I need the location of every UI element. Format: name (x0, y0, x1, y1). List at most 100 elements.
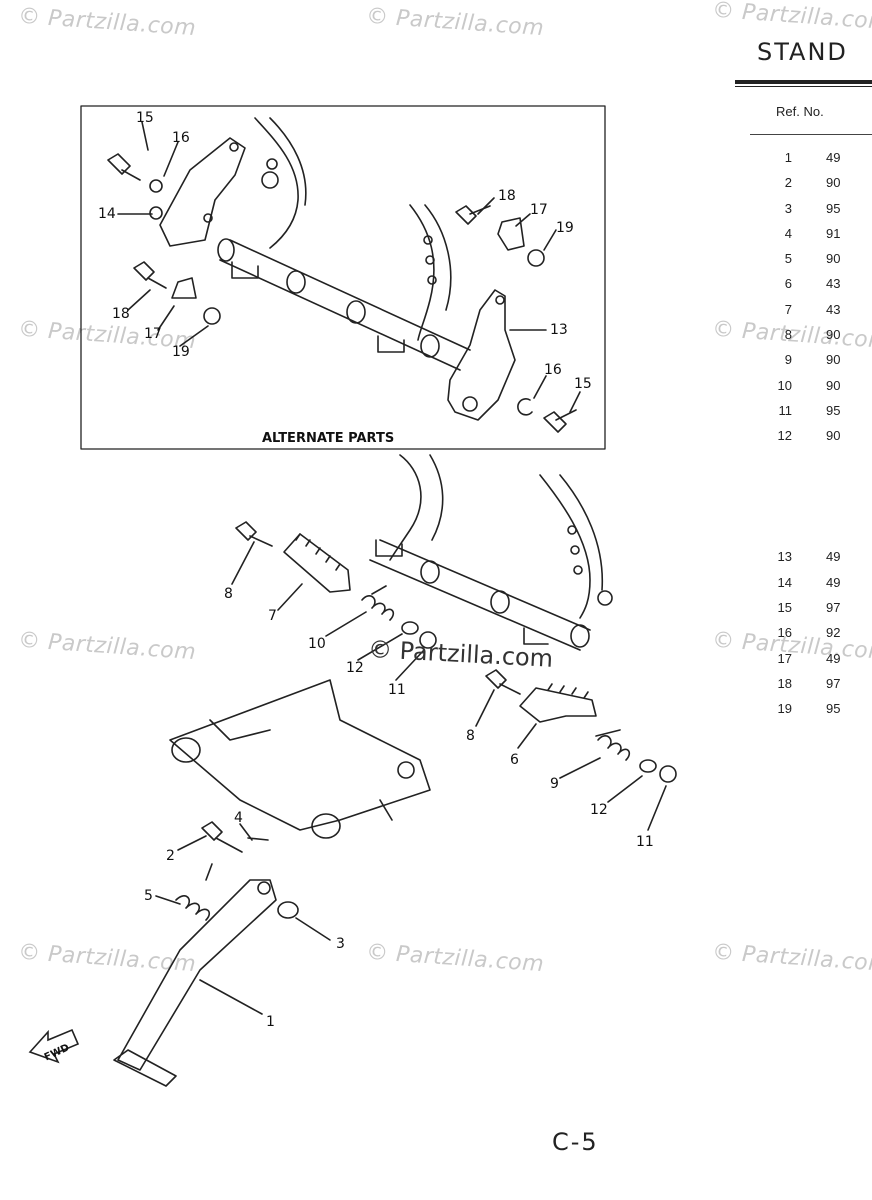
nut (203, 307, 221, 325)
leader-line (179, 325, 209, 347)
leader-line (163, 141, 179, 177)
spring (595, 729, 621, 737)
side-stand (117, 879, 277, 1071)
side-stand-foot (113, 1049, 177, 1087)
pivot (597, 590, 613, 606)
tube-end (490, 590, 510, 614)
leader-line (475, 689, 495, 727)
mount-hole (573, 565, 583, 575)
spring (597, 735, 631, 761)
clip (497, 217, 525, 251)
callout-13: 13 (550, 322, 568, 338)
bracket-left (159, 137, 246, 247)
leader-line (533, 375, 547, 399)
callout-5: 5 (144, 888, 153, 904)
frame-rail (389, 454, 422, 561)
bracket-right (447, 289, 516, 421)
leader-line (517, 723, 537, 749)
leader-line (141, 121, 149, 151)
callout-12: 12 (590, 802, 608, 818)
leader-line (231, 541, 255, 585)
callout-18: 18 (498, 188, 516, 204)
bolt (107, 153, 131, 175)
bolt (121, 169, 141, 181)
leader-line (395, 649, 425, 681)
bracket-hole (229, 142, 239, 152)
bracket-hole (203, 213, 213, 223)
bolt (485, 669, 507, 689)
swing-arm (169, 679, 431, 831)
callout-3: 3 (336, 936, 345, 952)
spring (205, 863, 213, 881)
tube-end (217, 238, 235, 262)
callout-15: 15 (574, 376, 592, 392)
footrest-teeth (547, 683, 589, 699)
washer (401, 621, 419, 635)
callout-8: 8 (224, 586, 233, 602)
bolt (201, 821, 223, 841)
bracket-hole (149, 206, 163, 220)
callout-7: 7 (268, 608, 277, 624)
callout-15: 15 (136, 110, 154, 126)
cross-tube (379, 539, 591, 631)
bolt (133, 261, 155, 281)
swing-arm (379, 799, 393, 821)
cross-tube (219, 259, 461, 371)
mount-hole (567, 525, 577, 535)
leader-line (277, 583, 303, 611)
leader-line (325, 611, 367, 637)
leader-line (239, 823, 253, 841)
bolt (215, 837, 243, 853)
page-number: C-5 (552, 1128, 599, 1156)
callout-10: 10 (308, 636, 326, 652)
leader-line (295, 917, 331, 941)
swing-arm (209, 719, 271, 741)
leader-line (155, 895, 181, 905)
title-rule (735, 80, 872, 84)
cross-tube (369, 559, 581, 651)
ref-no-header: Ref. No. (776, 104, 824, 119)
callout-11: 11 (636, 834, 654, 850)
bolt (469, 205, 491, 215)
callout-19: 19 (172, 344, 190, 360)
frame-rail (409, 204, 435, 341)
frame-rail (424, 204, 452, 311)
callout-1: 1 (266, 1014, 275, 1030)
footrest-left (283, 533, 351, 593)
swing-arm-pivot (171, 737, 201, 763)
callout-9: 9 (550, 776, 559, 792)
tube-end (420, 560, 440, 584)
bracket-hole (462, 396, 478, 412)
bolt (455, 205, 477, 225)
swing-arm-pivot (397, 761, 415, 779)
footrest-mount (231, 261, 259, 279)
callout-11: 11 (388, 682, 406, 698)
callout-17: 17 (144, 326, 162, 342)
frame-rail (559, 474, 604, 591)
bolt (499, 683, 521, 695)
bracket-hole (495, 295, 505, 305)
frame-rail (429, 454, 444, 541)
callout-8: 8 (466, 728, 475, 744)
spring (175, 895, 211, 921)
callout-17: 17 (530, 202, 548, 218)
leader-line (177, 835, 207, 851)
leader-line (127, 289, 151, 311)
callout-4: 4 (234, 810, 243, 826)
callout-19: 19 (556, 220, 574, 236)
tube-end (420, 334, 440, 358)
callout-16: 16 (172, 130, 190, 146)
